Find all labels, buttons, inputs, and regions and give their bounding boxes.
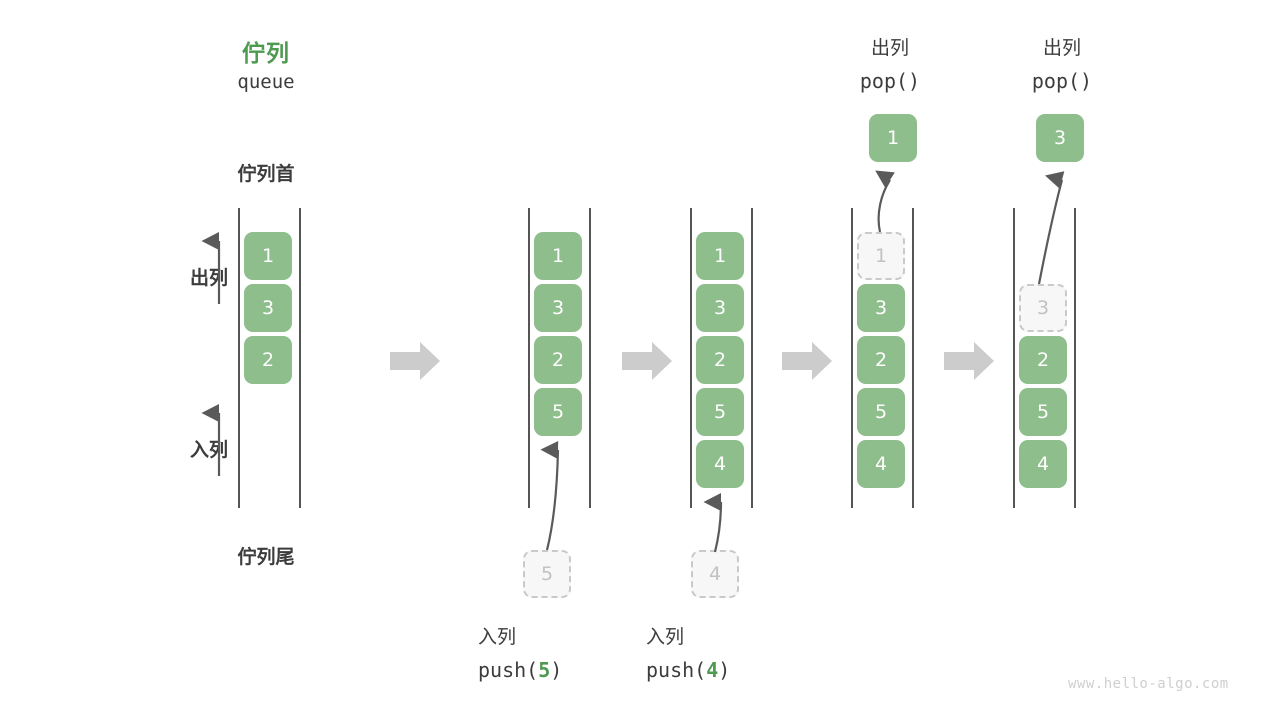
queue-cell-empty bbox=[1019, 232, 1067, 280]
queue-cell: 4 bbox=[1019, 440, 1067, 488]
queue-cell: 5 bbox=[696, 388, 744, 436]
incoming-element-ghost: 5 bbox=[523, 550, 571, 598]
dequeue-up-arrow-icon bbox=[201, 231, 221, 304]
push-curve-arrow-icon bbox=[540, 440, 560, 551]
rail-left bbox=[528, 208, 530, 508]
popped-element: 1 bbox=[869, 114, 917, 162]
queue-cell: 3 bbox=[696, 284, 744, 332]
pop-label-cn: 出列 bbox=[1042, 37, 1081, 59]
queue-cell: 3 bbox=[534, 284, 582, 332]
rail-left bbox=[690, 208, 692, 508]
queue-cell: 2 bbox=[534, 336, 582, 384]
queue-cell: 4 bbox=[696, 440, 744, 488]
push-code-suffix: ) bbox=[550, 658, 563, 682]
rail-left bbox=[1013, 208, 1015, 508]
transition-arrow-icon bbox=[390, 342, 440, 380]
pop-curve-arrow-icon bbox=[1037, 171, 1065, 285]
queue-cell: 1 bbox=[534, 232, 582, 280]
rail-right bbox=[589, 208, 591, 508]
queue-cell: 5 bbox=[534, 388, 582, 436]
transition-arrow-icon bbox=[944, 342, 994, 380]
transition-arrow-icon bbox=[782, 342, 832, 380]
rail-right bbox=[1074, 208, 1076, 508]
push-label-code: push(4) bbox=[646, 658, 866, 682]
push-code-suffix: ) bbox=[718, 658, 731, 682]
queue-cell: 5 bbox=[1019, 388, 1067, 436]
queue-cell: 2 bbox=[244, 336, 292, 384]
push-code-prefix: push( bbox=[478, 658, 539, 682]
rail-right bbox=[299, 208, 301, 508]
push-code-prefix: push( bbox=[646, 658, 707, 682]
queue-cell-removing: 1 bbox=[857, 232, 905, 280]
queue-cell: 2 bbox=[696, 336, 744, 384]
queue-tail-label: 佇列尾 bbox=[237, 546, 295, 568]
push-code-value: 5 bbox=[538, 658, 551, 682]
queue-head-label: 佇列首 bbox=[237, 163, 295, 185]
push-label-code: push(5) bbox=[478, 658, 698, 682]
popped-element: 3 bbox=[1036, 114, 1084, 162]
incoming-element-ghost: 4 bbox=[691, 550, 739, 598]
push-curve-arrow-icon bbox=[703, 492, 723, 553]
queue-cell: 2 bbox=[857, 336, 905, 384]
rail-left bbox=[851, 208, 853, 508]
rail-left bbox=[238, 208, 240, 508]
page-title-en: queue bbox=[237, 71, 295, 93]
transition-arrow-icon bbox=[622, 342, 672, 380]
rail-right bbox=[751, 208, 753, 508]
rail-right bbox=[912, 208, 914, 508]
queue-cell: 1 bbox=[244, 232, 292, 280]
queue-cell: 3 bbox=[857, 284, 905, 332]
queue-cell-removing: 3 bbox=[1019, 284, 1067, 332]
queue-cell: 5 bbox=[857, 388, 905, 436]
queue-cell: 1 bbox=[696, 232, 744, 280]
pop-label-code: pop() bbox=[859, 69, 921, 93]
push-label-cn: 入列 bbox=[646, 626, 685, 648]
pop-label-cn: 出列 bbox=[870, 37, 909, 59]
pop-label-code: pop() bbox=[1031, 69, 1093, 93]
page-title-cn: 佇列 bbox=[242, 41, 290, 67]
watermark: www.hello-algo.com bbox=[1068, 676, 1229, 692]
queue-cell: 2 bbox=[1019, 336, 1067, 384]
queue-cell: 3 bbox=[244, 284, 292, 332]
push-label-cn: 入列 bbox=[478, 626, 517, 648]
enqueue-up-arrow-icon bbox=[201, 403, 221, 476]
pop-curve-arrow-icon bbox=[875, 170, 895, 233]
push-code-value: 4 bbox=[706, 658, 719, 682]
queue-cell: 4 bbox=[857, 440, 905, 488]
